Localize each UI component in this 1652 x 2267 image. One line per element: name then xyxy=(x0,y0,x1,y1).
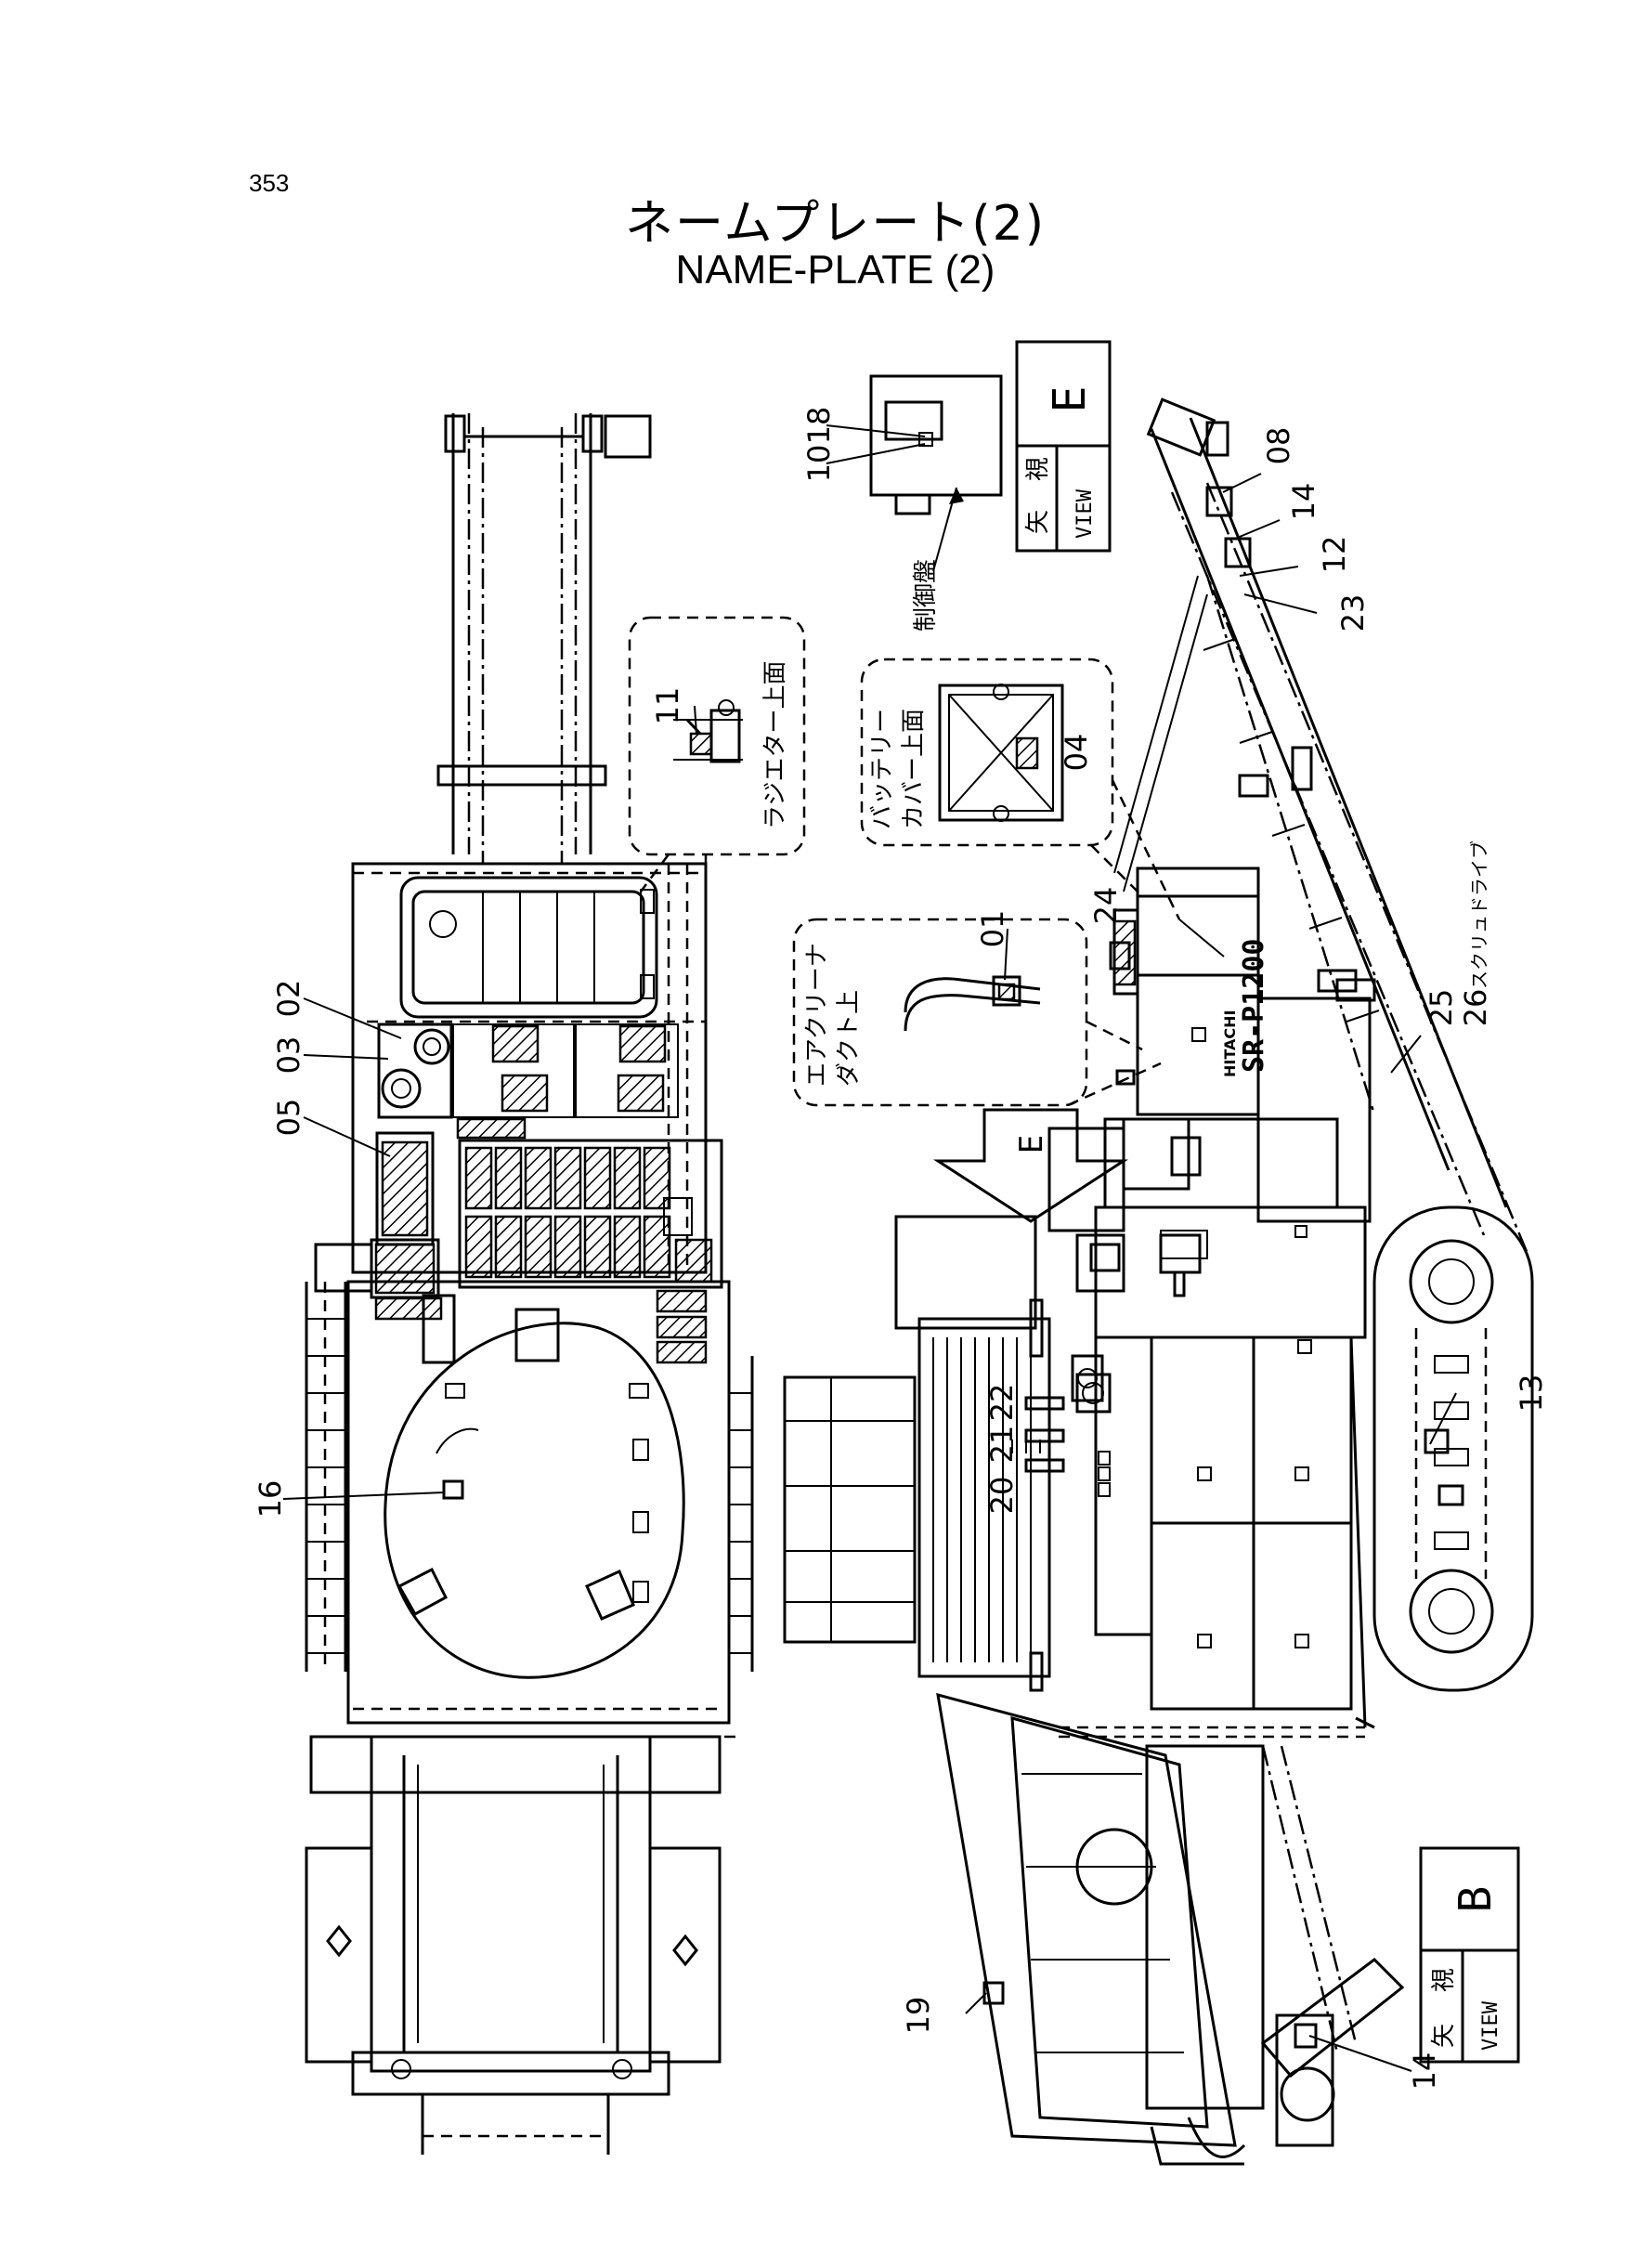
lower-hopper xyxy=(936,1692,1405,2166)
radiator-top-label: ラジエター上面 xyxy=(761,661,789,829)
corrugated-hopper xyxy=(783,1215,1112,1692)
air-cleaner-label-1: エアクリーナ xyxy=(803,943,831,1087)
inclined-conveyor xyxy=(1113,397,1529,1255)
callout-18: 18 xyxy=(801,407,837,445)
brand-label: HITACHI xyxy=(1221,1010,1239,1077)
callout-12: 12 xyxy=(1317,536,1352,574)
callout-14-top: 14 xyxy=(1286,483,1321,521)
view-b-jp-1: 矢 xyxy=(1430,2024,1458,2048)
left-tracks xyxy=(305,1282,754,1672)
control-panel-detail xyxy=(826,374,1003,572)
callout-13: 13 xyxy=(1514,1375,1549,1413)
view-e-jp-2: 視 xyxy=(1024,457,1052,481)
callout-25: 25 xyxy=(1424,989,1459,1027)
upper-frame xyxy=(351,862,708,1274)
air-cleaner-label-2: ダクト上 xyxy=(835,990,863,1087)
view-e-arrow xyxy=(932,1108,1129,1223)
callout-22: 22 xyxy=(984,1384,1020,1422)
radiator-top-detail xyxy=(628,616,806,892)
callout-01: 01 xyxy=(975,910,1010,948)
callout-02: 02 xyxy=(271,980,306,1018)
battery-cover-label-1: バッテリー xyxy=(868,709,896,829)
air-cleaner-detail xyxy=(792,918,1162,1107)
callout-24: 24 xyxy=(1088,887,1124,925)
model-name-label: SR-P1200 xyxy=(1238,939,1270,1074)
engine-body xyxy=(1047,866,1372,1354)
control-panel-label: 制御盤 xyxy=(912,559,940,632)
callout-11: 11 xyxy=(650,687,685,725)
view-e-jp-1: 矢 xyxy=(1024,510,1052,534)
machine-side-view xyxy=(783,374,1534,2166)
callout-14-bottom: 14 xyxy=(1407,2052,1442,2091)
bottom-hopper xyxy=(305,1735,722,2155)
view-e-arrow-letter: E xyxy=(1013,1135,1050,1153)
view-b-letter: B xyxy=(1450,1886,1502,1913)
page-title-english: NAME-PLATE (2) xyxy=(675,247,995,293)
top-conveyor xyxy=(436,413,652,864)
page-number: 353 xyxy=(249,169,290,197)
view-e-letter: E xyxy=(1044,386,1096,413)
view-b-jp-2: 視 xyxy=(1430,1968,1458,1992)
screw-drive-label: スクリュドライブ xyxy=(1468,840,1490,989)
callout-21: 21 xyxy=(984,1426,1020,1464)
callout-03: 03 xyxy=(271,1036,306,1075)
battery-cover-label-2: カバー上面 xyxy=(900,709,928,829)
left-view-leaders xyxy=(282,705,697,1500)
callout-16: 16 xyxy=(253,1480,288,1518)
center-frame xyxy=(1059,1335,1367,1739)
callout-08: 08 xyxy=(1261,427,1296,465)
battery-cover-detail xyxy=(860,658,1181,920)
callout-05: 05 xyxy=(271,1099,306,1137)
view-b-en: VIEW xyxy=(1479,2000,1502,2051)
machine-top-view xyxy=(282,413,806,2155)
right-view-leaders xyxy=(965,473,1457,2072)
callout-10: 10 xyxy=(801,445,837,483)
battery-grid xyxy=(314,1139,723,1364)
view-e-en: VIEW xyxy=(1073,489,1097,539)
callout-26: 26 xyxy=(1458,989,1493,1027)
view-b-box: 矢 視 VIEW B xyxy=(1419,1846,1520,2064)
callout-23: 23 xyxy=(1335,594,1371,632)
callout-04: 04 xyxy=(1059,734,1094,772)
crawler-track xyxy=(1372,1205,1534,1692)
page-title-japanese: ネームプレート(2) xyxy=(625,196,1046,252)
callout-20: 20 xyxy=(984,1477,1020,1515)
view-e-box: 矢 視 VIEW E xyxy=(1015,340,1112,553)
callout-19: 19 xyxy=(901,1997,936,2035)
